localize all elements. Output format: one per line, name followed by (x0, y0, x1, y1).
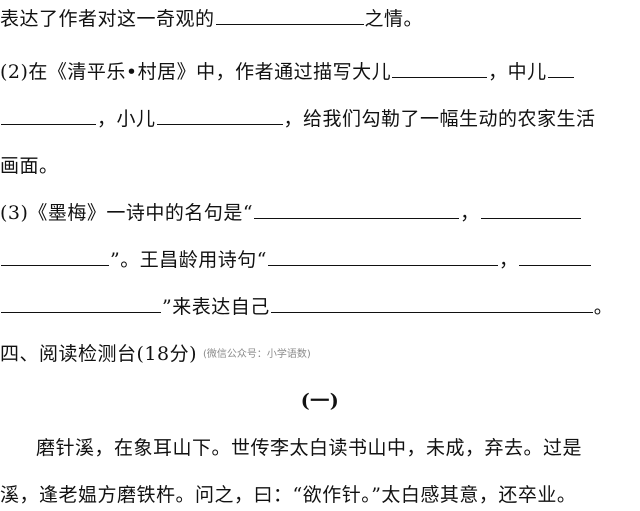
q1-line: 表达了作者对这一奇观的 之情。 (0, 6, 640, 32)
passage-line-2: 溪，逢老媪方磨铁杵。问之，曰：“欲作针。”太白感其意，还卒业。 (0, 482, 640, 508)
q2-line-2: ，小儿 ，给我们勾勒了一幅生动的农家生活 (0, 106, 640, 132)
q1-text-before: 表达了作者对这一奇观的 (0, 8, 215, 30)
q3-line-3: ”来表达自己 。 (0, 294, 640, 320)
watermark-text: (微信公众号：小学语数) (203, 349, 311, 360)
q3-line-1: (3)《墨梅》一诗中的名句是“ ， (0, 200, 640, 226)
q2-intro: (2)在《清平乐•村居》中，作者通过描写大儿 (0, 61, 392, 83)
section-4-heading: 四、阅读检测台(18分) (微信公众号：小学语数) (0, 341, 640, 368)
q3-blank-2-start[interactable] (480, 200, 581, 219)
q3-comma-1: ， (460, 202, 480, 224)
q3-blank-5[interactable] (270, 294, 593, 313)
q2-blank-xiaoer[interactable] (156, 106, 283, 125)
q3-intro: (3)《墨梅》一诗中的名句是“ (0, 202, 254, 224)
section-4-title: 四、阅读检测台(18分) (0, 343, 198, 365)
q2-blank-zhonger[interactable] (1, 106, 96, 125)
q2-line-1: (2)在《清平乐•村居》中，作者通过描写大儿 ，中儿 (0, 59, 640, 85)
q2-blank-daer[interactable] (392, 59, 488, 78)
q3-blank-4[interactable] (1, 294, 161, 313)
q2-text-xiaoer: ，小儿 (97, 108, 156, 130)
q2-blank-zhonger-start[interactable] (547, 59, 574, 78)
passage-text-1: 磨针溪，在象耳山下。世传李太白读书山中，未成，弃去。过是 (36, 437, 583, 459)
q3-blank-2[interactable] (1, 247, 109, 266)
passage-part-label: (一) (0, 388, 640, 414)
q1-text-after: 之情。 (364, 8, 424, 30)
q2-end: 画面。 (0, 155, 59, 177)
q3-comma-2: ， (498, 249, 519, 271)
q3-blank-1[interactable] (254, 200, 460, 219)
q1-answer-blank[interactable] (215, 6, 364, 25)
q2-text-zhonger: ，中儿 (488, 61, 547, 83)
q3-blank-4-start[interactable] (519, 247, 592, 266)
q3-line-2: ”。王昌龄用诗句“ ， (0, 247, 640, 273)
q2-line-3: 画面。 (0, 153, 640, 179)
passage-text-2: 溪，逢老媪方磨铁杵。问之，曰：“欲作针。”太白感其意，还卒业。 (0, 484, 577, 506)
q3-end: 。 (593, 296, 614, 318)
q3-text-express: ”来表达自己 (162, 296, 270, 318)
q3-text-wangchangling: ”。王昌龄用诗句“ (110, 249, 267, 271)
passage-line-1: 磨针溪，在象耳山下。世传李太白读书山中，未成，弃去。过是 (0, 435, 640, 461)
q2-text-rest: ，给我们勾勒了一幅生动的农家生活 (283, 108, 596, 130)
q3-blank-3[interactable] (267, 247, 498, 266)
part-one-label: (一) (300, 390, 340, 412)
